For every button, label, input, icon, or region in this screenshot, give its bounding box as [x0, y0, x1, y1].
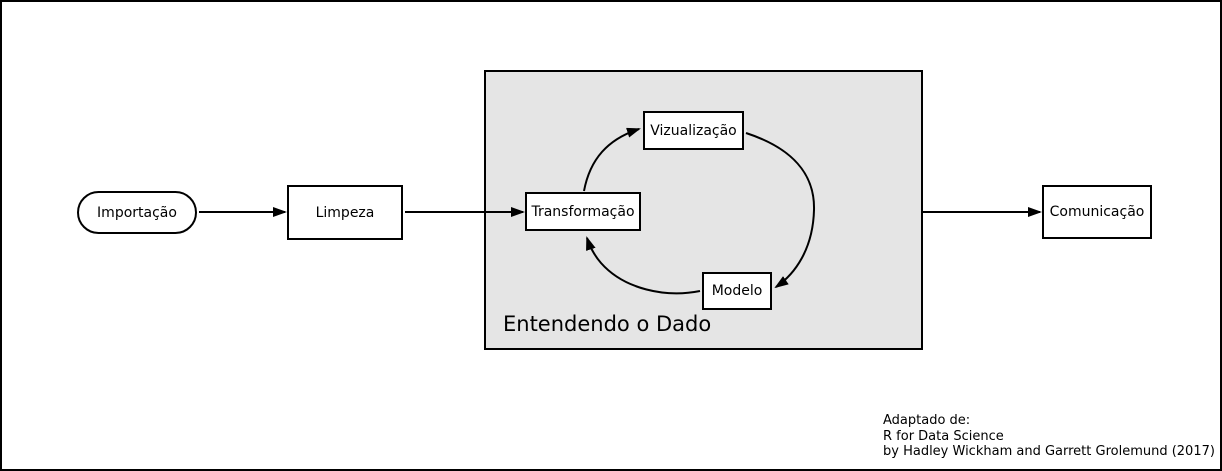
node-importacao: Importação — [77, 191, 197, 234]
node-vizualizacao-label: Vizualização — [650, 122, 737, 139]
attribution-line-1: Adaptado de: — [883, 413, 971, 428]
node-vizualizacao: Vizualização — [643, 111, 744, 150]
node-transformacao: Transformação — [525, 192, 641, 231]
node-limpeza-label: Limpeza — [315, 204, 375, 221]
attribution-line-2: R for Data Science — [883, 428, 1004, 444]
node-modelo: Modelo — [702, 272, 772, 310]
node-comunicacao-label: Comunicação — [1049, 204, 1145, 220]
node-transformacao-label: Transformação — [531, 203, 635, 220]
node-comunicacao: Comunicação — [1042, 185, 1152, 239]
node-limpeza: Limpeza — [287, 185, 403, 240]
attribution-line-3: by Hadley Wickham and Garrett Grolemund … — [883, 444, 1215, 459]
node-importacao-label: Importação — [97, 204, 177, 221]
edge-vizualizacao-modelo — [745, 132, 816, 289]
cluster-label: Entendendo o Dado — [503, 312, 712, 336]
edge-transformacao-vizualizacao — [583, 127, 641, 192]
edge-modelo-transformacao — [586, 236, 701, 295]
node-modelo-label: Modelo — [711, 283, 763, 299]
attribution-text: Adaptado de: R for Data Science by Hadle… — [883, 413, 1215, 460]
